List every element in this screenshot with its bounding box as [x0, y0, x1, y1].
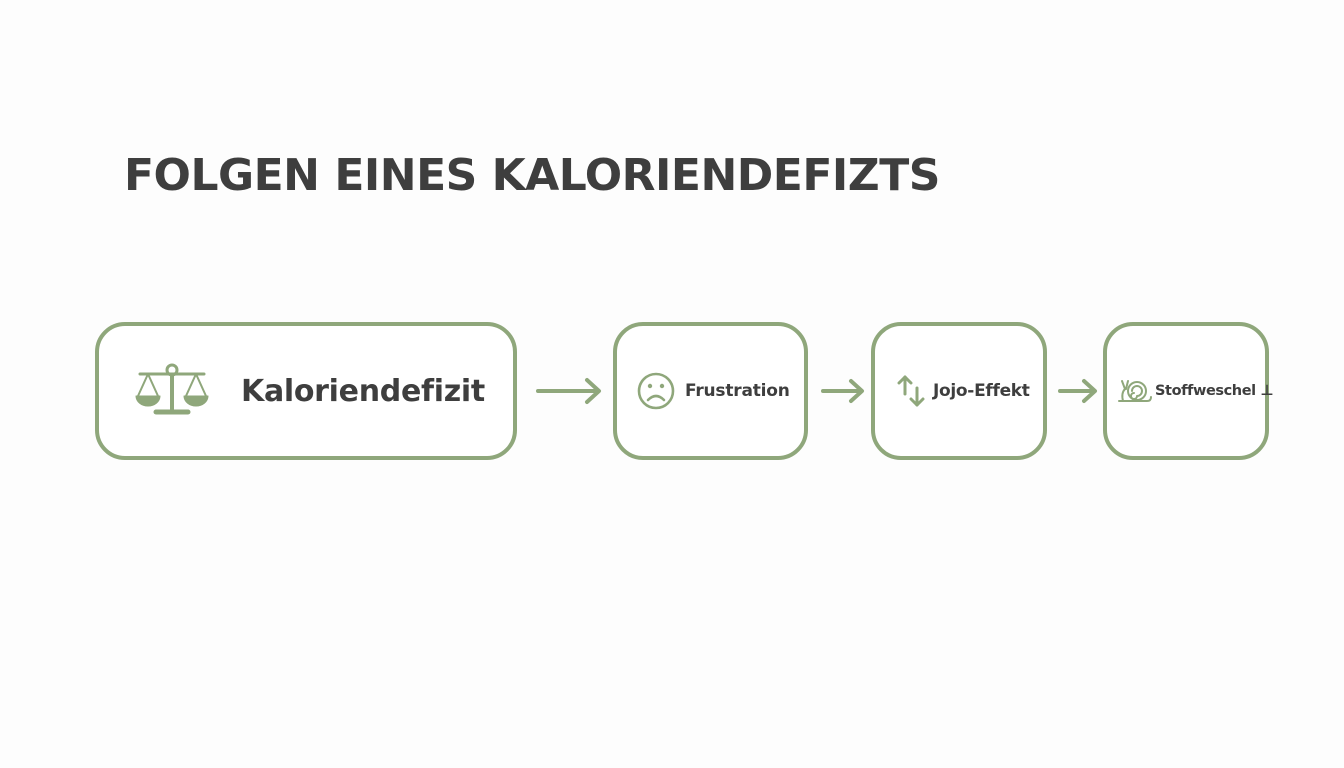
step-label: Kaloriendefizit: [241, 373, 485, 409]
arrow-right-icon: [535, 376, 603, 410]
step-label: Stoffweschel ⊥: [1155, 383, 1274, 399]
step-box-frustration: Frustration: [613, 322, 808, 460]
step-label: Frustration: [685, 381, 790, 401]
step-box-jojo-effekt: Jojo-Effekt: [871, 322, 1047, 460]
diagram-title: FOLGEN EINES KALORIENDEFIZTS: [124, 150, 940, 201]
balance-scale-icon: [133, 362, 211, 420]
snail-icon: [1117, 377, 1153, 405]
arrow-right-icon: [820, 376, 866, 410]
sad-face-icon: [635, 371, 677, 411]
step-label: Jojo-Effekt: [933, 381, 1030, 401]
arrow-right-icon: [1057, 376, 1099, 410]
step-box-stoffwechsel: Stoffweschel ⊥: [1103, 322, 1274, 460]
step-box-kaloriendefizit: Kaloriendefizit: [95, 322, 517, 460]
up-down-arrows-icon: [895, 374, 927, 408]
